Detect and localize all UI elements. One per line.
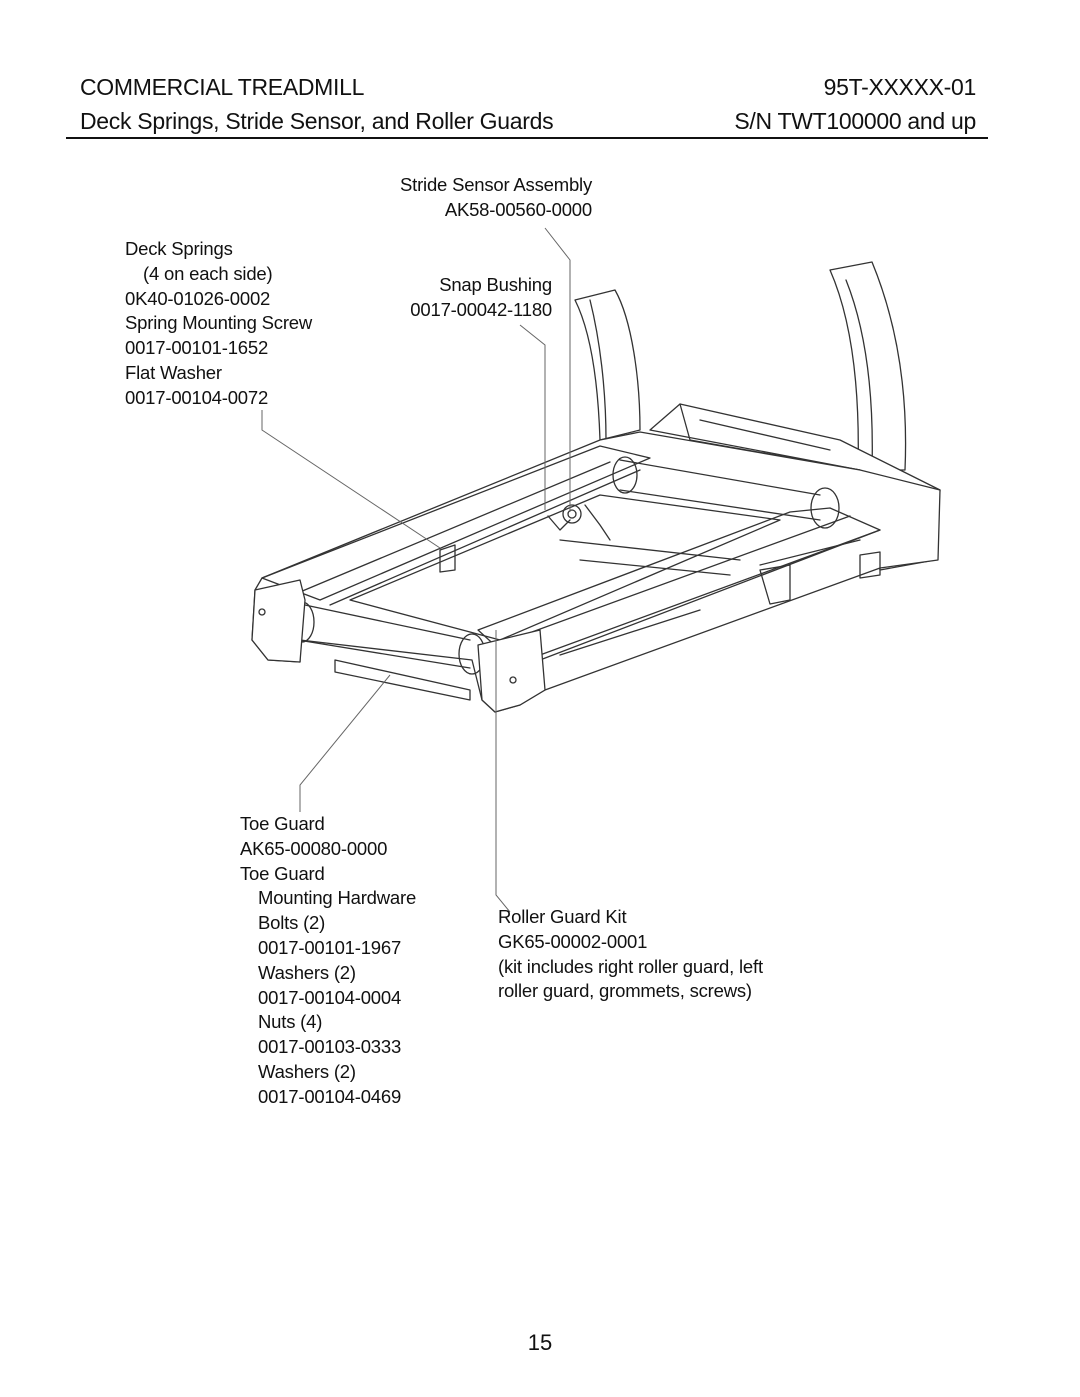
deck-springs-part: 0K40-01026-0002 <box>125 287 271 309</box>
toe-guard-label: Toe Guard AK65-00080-0000 Toe Guard Moun… <box>240 812 416 1110</box>
toe-guard-nuts: Nuts (4) <box>258 1011 323 1033</box>
roller-guard-name: Roller Guard Kit <box>498 906 627 927</box>
stride-sensor-label: Stride Sensor Assembly AK58-00560-0000 <box>400 173 592 223</box>
stride-sensor-name: Stride Sensor Assembly <box>400 174 592 195</box>
document-title: COMMERCIAL TREADMILL <box>80 74 365 100</box>
header-rule <box>66 137 988 139</box>
deck-springs-qty: (4 on each side) <box>143 262 273 284</box>
snap-bushing-part: 0017-00042-1180 <box>410 298 552 320</box>
toe-guard <box>334 659 471 701</box>
toe-guard-bolts: Bolts (2) <box>258 912 326 934</box>
spring-screw-part: 0017-00101-1652 <box>125 337 269 359</box>
leader-roller-guard <box>495 630 511 913</box>
snap-bushing-label: Snap Bushing 0017-00042-1180 <box>410 273 552 323</box>
roller-guard-note-1: (kit includes right roller guard, left <box>498 955 763 977</box>
left-roller-guard <box>251 579 306 663</box>
toe-guard-washers2: Washers (2) <box>258 1060 356 1082</box>
roller-guard-label: Roller Guard Kit GK65-00002-0001 (kit in… <box>498 905 763 1004</box>
rear-roller <box>619 459 821 521</box>
front-roller <box>297 604 471 669</box>
toe-guard-part: AK65-00080-0000 <box>240 837 388 859</box>
leader-stride-sensor <box>544 227 571 512</box>
leader-snap-bushing <box>519 324 546 510</box>
roller-guard-part: GK65-00002-0001 <box>498 930 648 952</box>
toe-guard-washers1: Washers (2) <box>258 961 356 983</box>
model-number: 95T-XXXXX-01 <box>823 74 977 100</box>
deck-panel <box>349 494 781 641</box>
flat-washer-part: 0017-00104-0072 <box>125 386 269 408</box>
section-subtitle: Deck Springs, Stride Sensor, and Roller … <box>80 108 554 134</box>
left-upright <box>574 289 641 441</box>
leader-deck-springs <box>261 410 441 549</box>
toe-guard-nuts-part: 0017-00103-0333 <box>258 1036 402 1058</box>
serial-range: S/N TWT100000 and up <box>734 108 976 134</box>
snap-bushing-name: Snap Bushing <box>439 274 552 295</box>
toe-guard-hw-name: Toe Guard <box>240 862 325 884</box>
toe-guard-hw-sub: Mounting Hardware <box>258 887 417 909</box>
page-number: 15 <box>527 1330 553 1355</box>
flat-washer-name: Flat Washer <box>125 361 222 383</box>
deck-frame <box>251 431 941 713</box>
deck-springs-label: Deck Springs (4 on each side) 0K40-01026… <box>125 237 312 411</box>
roller-guard-note-2: roller guard, grommets, screws) <box>498 980 752 1002</box>
spring-screw-name: Spring Mounting Screw <box>125 312 313 334</box>
toe-guard-name: Toe Guard <box>240 813 325 834</box>
toe-guard-washers2-part: 0017-00104-0469 <box>258 1085 402 1107</box>
toe-guard-washers1-part: 0017-00104-0004 <box>258 986 402 1008</box>
toe-guard-bolts-part: 0017-00101-1967 <box>258 936 402 958</box>
right-roller-guard <box>477 629 546 713</box>
leader-toe-guard <box>299 674 391 812</box>
deck-springs-name: Deck Springs <box>125 238 233 259</box>
stride-sensor-part: AK58-00560-0000 <box>444 198 592 220</box>
